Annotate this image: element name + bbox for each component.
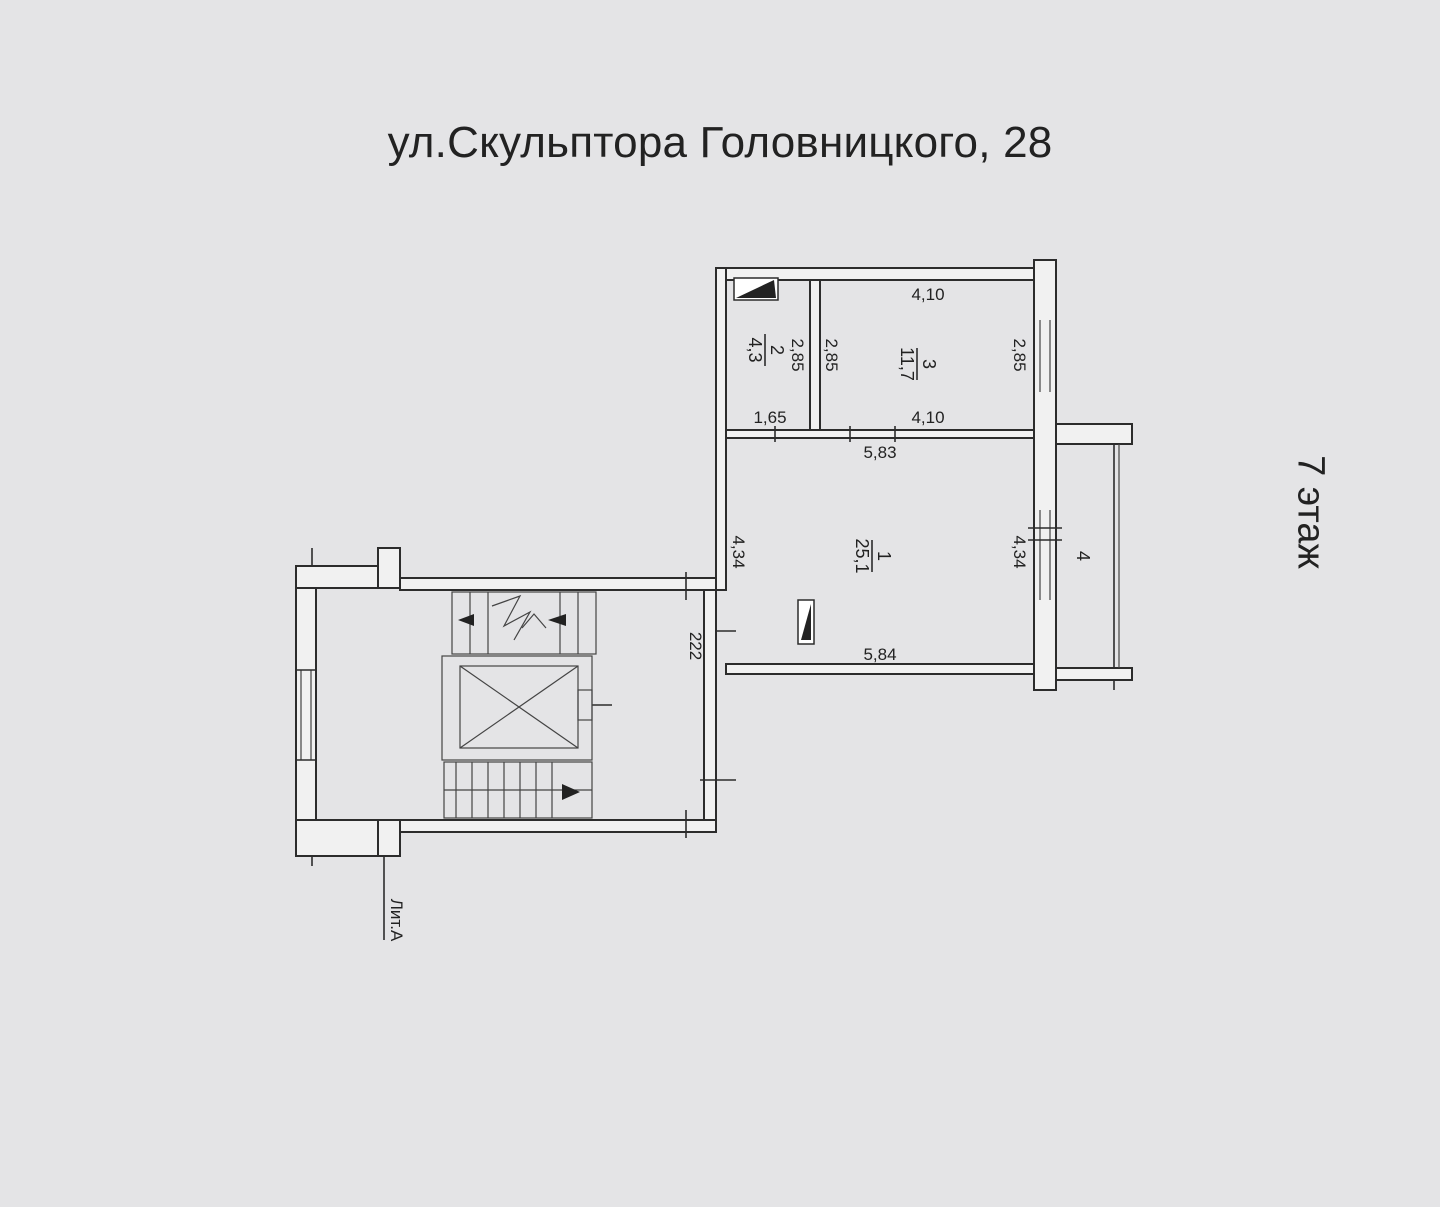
boiler-icon <box>733 277 779 301</box>
svg-text:4,3: 4,3 <box>745 337 765 362</box>
svg-text:3: 3 <box>919 359 939 369</box>
staircase-block <box>295 547 736 940</box>
address-title: ул.Скульптора Головницкого, 28 <box>387 118 1053 167</box>
meter-icon <box>797 599 815 645</box>
dim-room2-bottom: 1,65 <box>753 408 786 427</box>
room-2-label: 2 4,3 <box>745 334 787 366</box>
dim-room1-left: 4,34 <box>729 535 748 568</box>
svg-text:1: 1 <box>874 551 894 561</box>
balcony <box>1055 423 1133 690</box>
room-1-label: 1 25,1 <box>852 538 894 573</box>
dim-room3-bottom: 4,10 <box>911 408 944 427</box>
svg-text:11,7: 11,7 <box>897 347 917 381</box>
liter-label: Лит.А <box>387 899 406 942</box>
dim-room3-top: 4,10 <box>911 285 944 304</box>
apartment-walls <box>704 259 1062 691</box>
dim-room3-right: 2,85 <box>1010 338 1029 371</box>
room-3-label: 3 11,7 <box>897 347 939 381</box>
svg-text:2: 2 <box>767 345 787 355</box>
dim-room2-side: 2,85 <box>788 338 807 371</box>
dim-room1-right: 4,34 <box>1010 535 1029 568</box>
dim-room3-left: 2,85 <box>822 338 841 371</box>
dim-room1-bottom: 5,84 <box>863 645 896 664</box>
dim-room1-top: 5,83 <box>863 443 896 462</box>
dim-corridor: 222 <box>686 632 705 660</box>
room-4-label: 4 <box>1073 551 1093 561</box>
svg-text:25,1: 25,1 <box>852 538 872 573</box>
